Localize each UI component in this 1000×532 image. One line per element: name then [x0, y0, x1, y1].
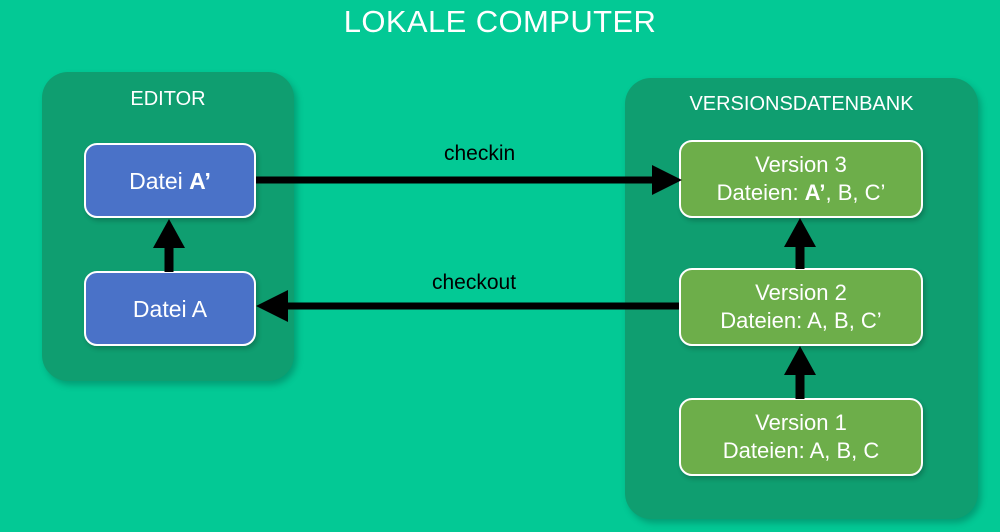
node-version-1[interactable]: Version 1 Dateien: A, B, C: [679, 398, 923, 476]
node-version-3-title: Version 3: [755, 152, 847, 177]
node-datei-a[interactable]: Datei A: [84, 271, 256, 346]
node-datei-a-prime-emphasis: A’: [189, 167, 211, 194]
node-version-1-title: Version 1: [755, 410, 847, 435]
node-datei-a-prime[interactable]: Datei A’: [84, 143, 256, 218]
node-version-1-files: Dateien: A, B, C: [722, 438, 880, 463]
node-version-3-files-emphasis: A’: [804, 180, 826, 205]
edge-label-checkin: checkin: [444, 142, 516, 165]
panel-versionsdatenbank-title: VERSIONSDATENBANK: [689, 93, 914, 115]
node-version-2[interactable]: Version 2 Dateien: A, B, C’: [679, 268, 923, 346]
node-version-2-files: Dateien: A, B, C’: [720, 308, 882, 333]
node-version-3-files: Dateien: A’, B, C’: [716, 180, 886, 205]
panel-editor-title: EDITOR: [130, 88, 206, 110]
node-version-2-title: Version 2: [755, 280, 847, 305]
node-datei-a-label: Datei A: [132, 295, 208, 322]
node-version-3[interactable]: Version 3 Dateien: A’, B, C’: [679, 140, 923, 218]
edge-label-checkout: checkout: [432, 271, 517, 294]
arrow-checkin: [256, 165, 682, 195]
node-datei-a-prime-label: Datei A’: [129, 167, 211, 194]
page-title: LOKALE COMPUTER: [343, 4, 657, 39]
